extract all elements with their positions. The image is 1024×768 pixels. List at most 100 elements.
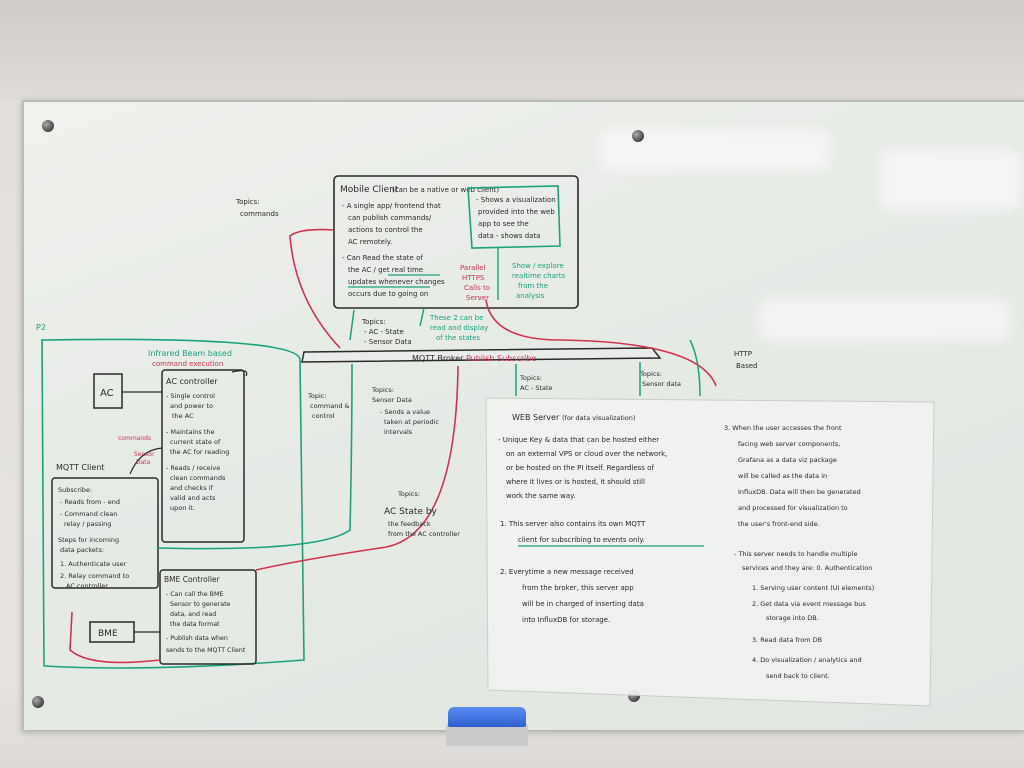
mobile-text: can publish commands/	[348, 214, 432, 222]
bme-controller-box	[159, 569, 257, 665]
viz-note: from the	[518, 282, 548, 290]
viz-note: Show / explore	[512, 262, 564, 270]
svg-text:2. Everytime a new message rec: 2. Everytime a new message received	[500, 568, 634, 576]
svg-text:AC - State: AC - State	[520, 384, 553, 392]
topics-label: Topics:	[361, 318, 386, 326]
svg-text:commands: commands	[118, 435, 151, 442]
svg-text:and processed for visualizatio: and processed for visualization to	[738, 504, 848, 512]
svg-text:relay / passing: relay / passing	[64, 520, 111, 528]
wall	[0, 0, 1024, 100]
mount-screw	[42, 120, 54, 132]
mqtt-client-box	[51, 477, 159, 589]
mqtt-broker-label: MQTT Broker	[412, 354, 464, 363]
https-label: Calls to	[464, 284, 490, 292]
svg-text:valid and acts: valid and acts	[170, 494, 216, 502]
ac-label: AC	[100, 388, 114, 399]
svg-text:the AC: the AC	[172, 412, 194, 420]
mobile-text: AC remotely.	[348, 238, 392, 246]
svg-text:Data: Data	[136, 459, 151, 466]
topics-label: - Sensor Data	[364, 338, 412, 346]
viz-note: realtime charts	[512, 272, 566, 280]
svg-text:- Command clean: - Command clean	[60, 510, 117, 518]
mobile-text: occurs due to going on	[348, 290, 428, 298]
sensor-link	[255, 365, 459, 571]
svg-text:Sensor Data: Sensor Data	[372, 396, 412, 404]
mobile-client-subtitle: (can be a native or web client)	[392, 186, 499, 194]
svg-text:- Can call the BME: - Can call the BME	[166, 591, 223, 598]
svg-text:Sensor data: Sensor data	[642, 380, 681, 388]
http-label: HTTP	[734, 350, 752, 358]
bme-label: BME	[98, 629, 118, 639]
light-reflection	[880, 150, 1020, 210]
mqtt-pubsub-label: Publish Subscribe	[466, 354, 536, 363]
svg-text:intervals: intervals	[384, 428, 413, 436]
viz-note: analysis	[516, 292, 545, 300]
topics-label: commands	[240, 210, 279, 218]
svg-text:or be hosted on the PI itself.: or be hosted on the PI itself. Regardles…	[506, 464, 654, 472]
https-label: Parallel	[460, 264, 486, 272]
svg-text:Sensor to generate: Sensor to generate	[170, 601, 231, 608]
svg-text:2. Get data via event message: 2. Get data via event message bus	[752, 600, 866, 608]
mobile-text: - A single app/ frontend that	[342, 202, 441, 210]
visualization-box	[467, 185, 561, 249]
svg-text:1. This server also contains i: 1. This server also contains its own MQT…	[500, 520, 646, 528]
svg-text:- Maintains the: - Maintains the	[166, 428, 215, 436]
svg-text:and checks if: and checks if	[170, 484, 214, 492]
infrared-label: Infrared Beam based	[148, 349, 232, 358]
svg-text:sends to the MQTT Client: sends to the MQTT Client	[166, 647, 246, 654]
viz-text: provided into the web	[478, 208, 555, 216]
svg-text:clean commands: clean commands	[170, 474, 226, 482]
mobile-client-title: Mobile Client	[340, 185, 399, 195]
svg-text:the feedback: the feedback	[388, 520, 431, 528]
mobile-text: updates whenever changes	[348, 278, 445, 286]
topics-label: Topics:	[235, 198, 260, 206]
svg-text:4. Do visualization / analytic: 4. Do visualization / analytics and	[752, 656, 862, 664]
svg-text:client for subscribing to even: client for subscribing to events only.	[518, 536, 645, 544]
svg-text:Topics:: Topics:	[397, 490, 420, 498]
command-arrow	[289, 228, 341, 349]
svg-text:into InfluxDB for storage.: into InfluxDB for storage.	[522, 616, 610, 624]
svg-text:- Unique Key & data that can b: - Unique Key & data that can be hosted e…	[498, 436, 659, 444]
svg-text:work the same way.: work the same way.	[506, 492, 576, 500]
svg-text:the data format: the data format	[170, 621, 220, 628]
svg-text:3. When the user accesses the: 3. When the user accesses the front	[724, 424, 842, 432]
svg-text:- Sends a value: - Sends a value	[380, 408, 430, 416]
svg-text:- Reads from - end: - Reads from - end	[60, 498, 120, 506]
ac-box	[93, 373, 123, 409]
mount-screw	[632, 130, 644, 142]
svg-text:will be called as the data in: will be called as the data in	[738, 472, 827, 480]
green-note: read and display	[430, 324, 488, 332]
svg-text:- Reads / receive: - Reads / receive	[166, 464, 220, 472]
mobile-text: - Can Read the state of	[342, 254, 423, 262]
svg-text:facing web server components,: facing web server components,	[738, 440, 840, 448]
viz-text: - Shows a visualization	[476, 196, 556, 204]
svg-text:Topic:: Topic:	[307, 392, 327, 400]
svg-text:- Single control: - Single control	[166, 392, 215, 400]
ac-controller-box	[161, 369, 245, 543]
mqtt-broker-bar	[301, 347, 662, 363]
svg-text:data, and read: data, and read	[170, 611, 216, 618]
svg-text:1. Serving user content (UI el: 1. Serving user content (UI elements)	[752, 584, 874, 592]
green-note: These 2 can be	[429, 314, 483, 322]
svg-text:3. Read data from DB: 3. Read data from DB	[752, 636, 822, 644]
green-note: of the states	[436, 334, 480, 342]
mount-screw	[32, 696, 44, 708]
http-label: Based	[736, 362, 758, 370]
command-link	[157, 363, 353, 550]
svg-text:taken at periodic: taken at periodic	[384, 418, 439, 426]
svg-text:and power to: and power to	[170, 402, 213, 410]
viz-text: data - shows data	[478, 232, 540, 240]
svg-text:1. Authenticate user: 1. Authenticate user	[60, 560, 127, 568]
svg-text:data packets:: data packets:	[60, 546, 104, 554]
svg-text:Grafana as a data viz package: Grafana as a data viz package	[738, 456, 837, 464]
svg-text:- Publish data when: - Publish data when	[166, 635, 228, 642]
bme-controller-title: BME Controller	[164, 575, 221, 584]
svg-text:control: control	[312, 412, 335, 420]
https-label: Server	[466, 294, 489, 302]
web-server-title: WEB Server	[512, 413, 560, 422]
pi-region	[41, 338, 305, 669]
mobile-text: the AC / get real time	[348, 266, 423, 274]
svg-text:where it lives or is hosted, i: where it lives or is hosted, it should s…	[506, 478, 645, 486]
mobile-client-box	[333, 175, 579, 309]
